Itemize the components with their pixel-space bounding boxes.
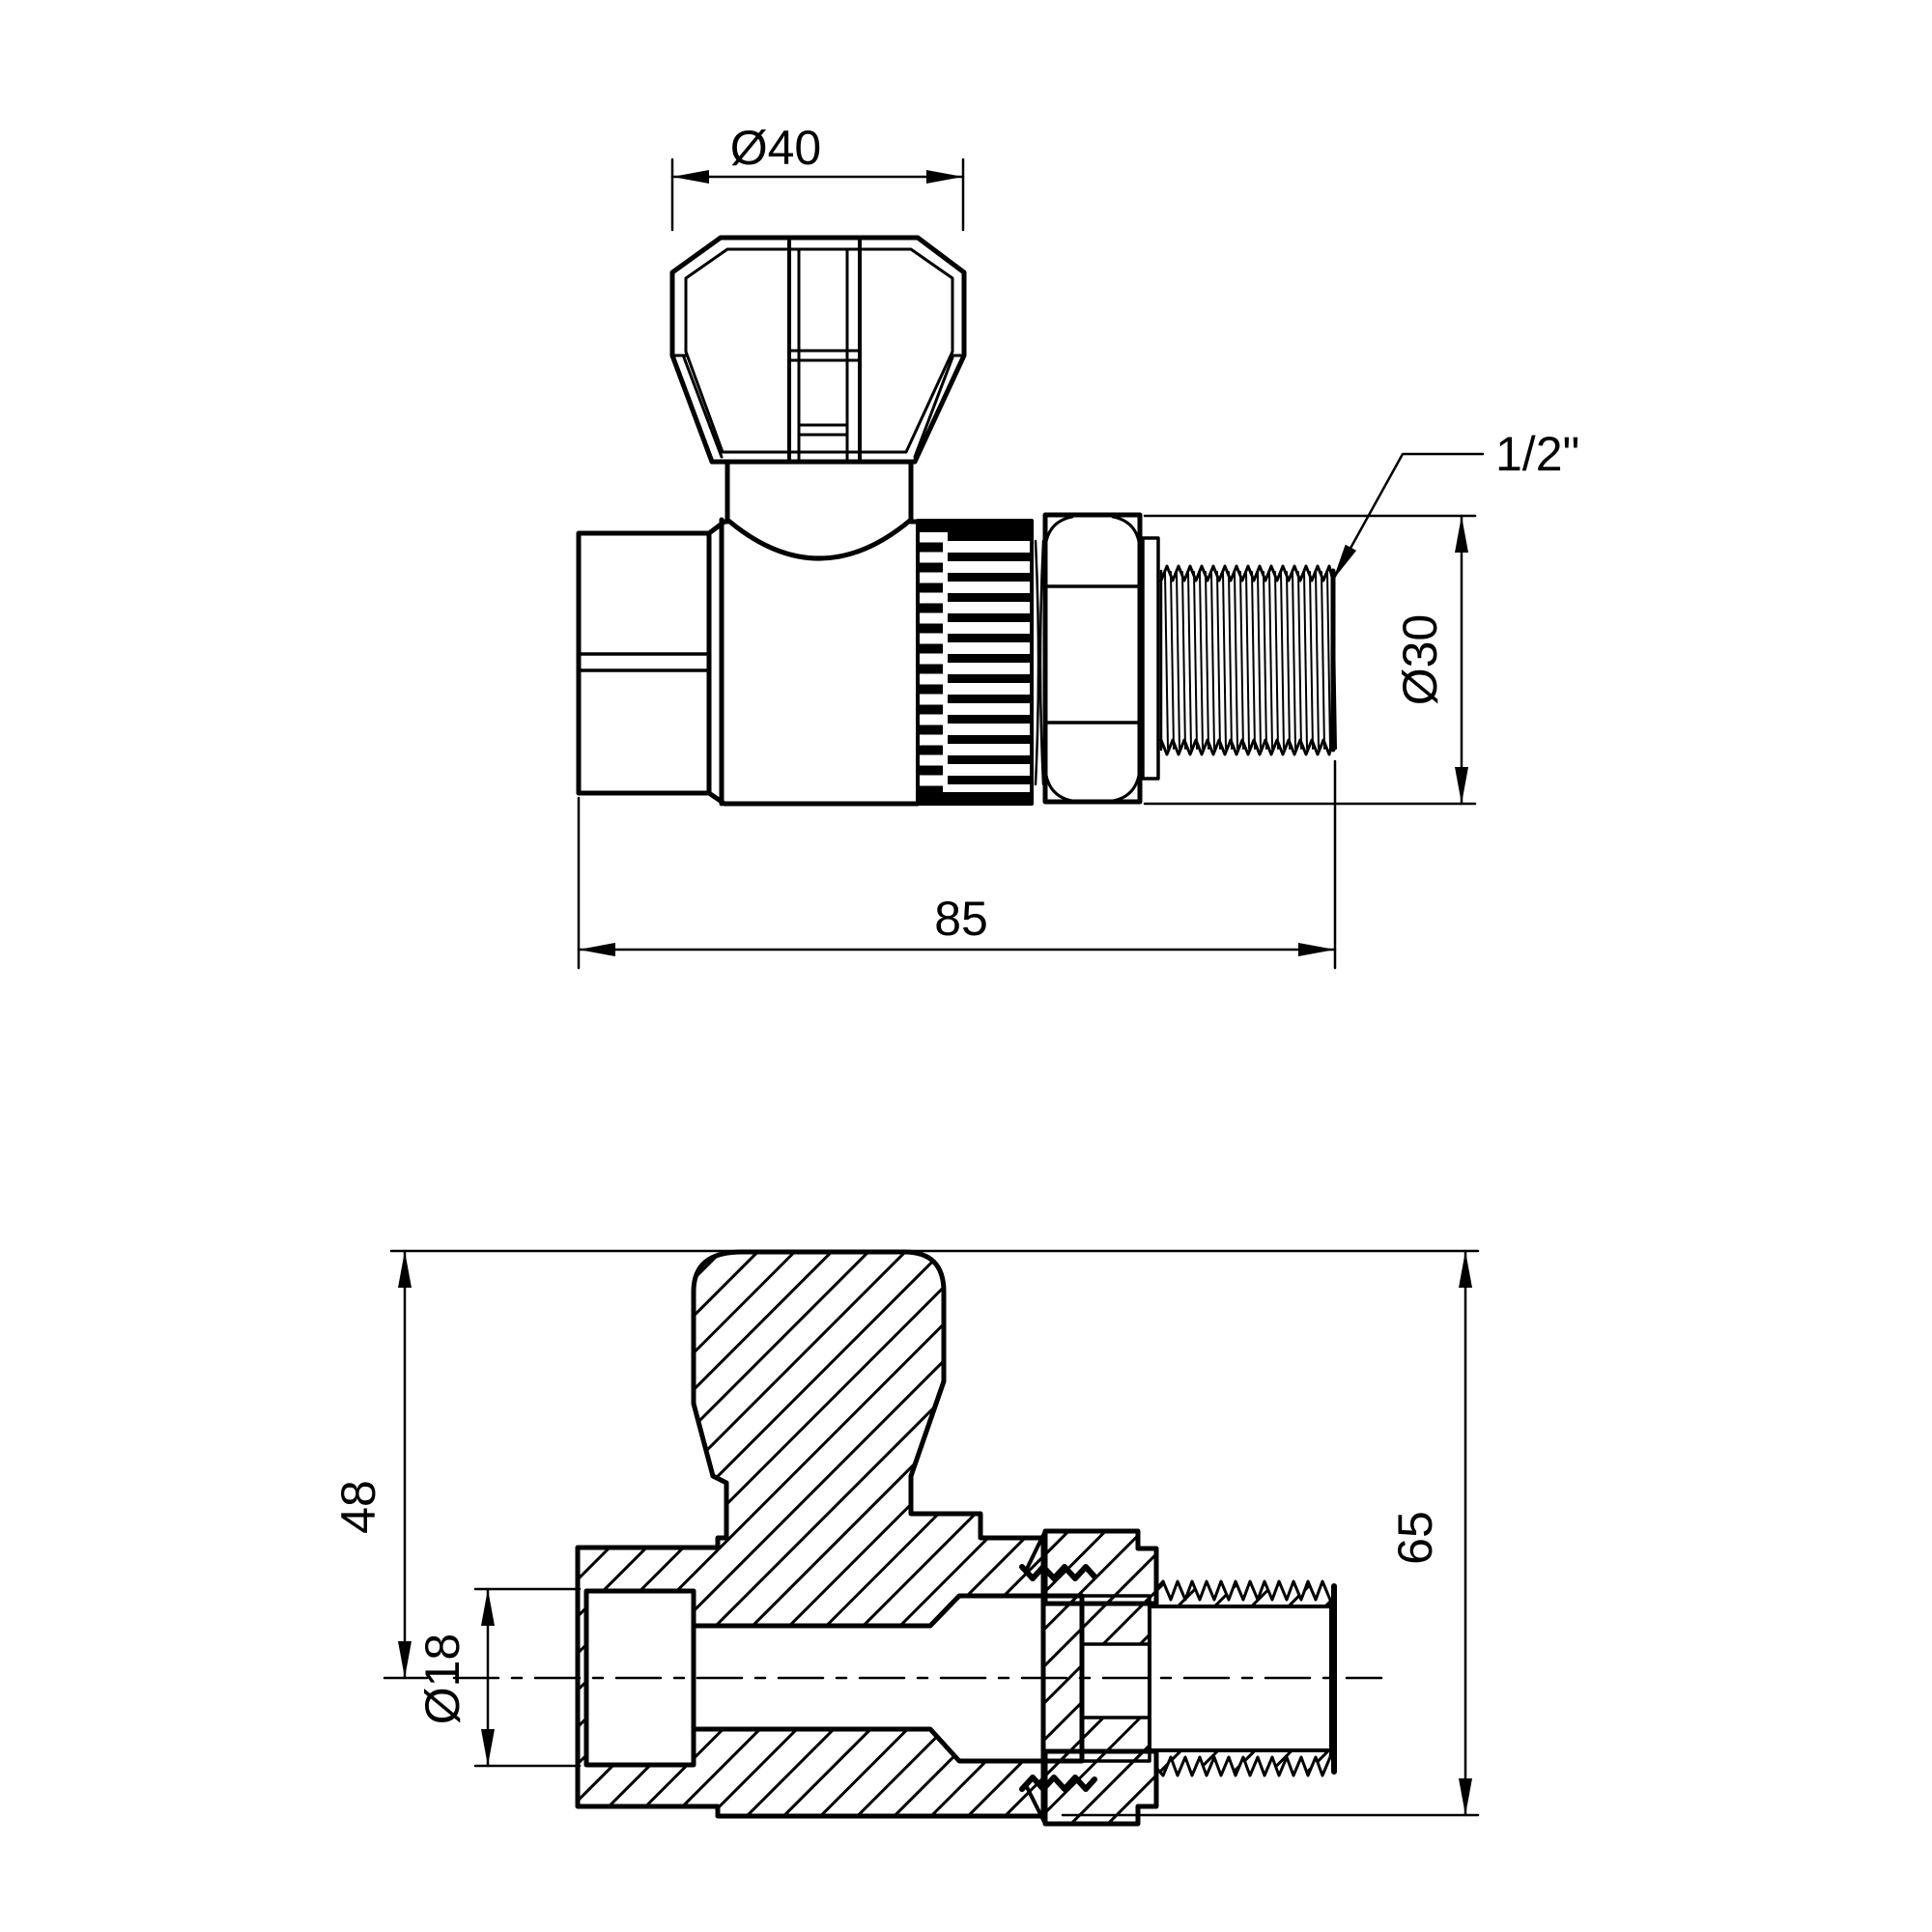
dim-label-48: 48	[331, 1480, 385, 1534]
dimension-axis-to-top: 48	[331, 1249, 1480, 1680]
sectioned-body	[575, 1249, 1085, 1819]
dimension-bore-diameter: Ø18	[415, 1587, 582, 1768]
section-view: 48 Ø18 65	[331, 1249, 1480, 1827]
dimension-overall-length: 85	[577, 759, 1337, 970]
washer-flange	[1141, 536, 1160, 781]
side-view: Ø40 Ø30 1/2" 85	[576, 121, 1579, 970]
knurled-ring	[916, 519, 1045, 806]
dim-label-half-inch: 1/2"	[1495, 427, 1579, 481]
dimension-overall-height: 65	[1061, 1249, 1480, 1817]
valve-body	[722, 519, 921, 807]
dimension-handwheel-diameter: Ø40	[670, 121, 965, 232]
dim-label-65: 65	[1388, 1511, 1442, 1565]
dimension-thread-outer-diameter: Ø30	[1143, 514, 1477, 806]
male-thread-side	[1159, 564, 1337, 756]
valve-stem	[724, 459, 914, 561]
leader-connection-size: 1/2"	[1331, 427, 1579, 582]
thread-engagement-bottom	[1019, 1775, 1097, 1792]
left-union-end	[576, 517, 727, 807]
thread-engagement-top	[1019, 1564, 1097, 1581]
dim-label-o30: Ø30	[1393, 614, 1447, 706]
dim-label-o40: Ø40	[730, 121, 822, 175]
dim-label-o18: Ø18	[415, 1634, 469, 1725]
handwheel	[669, 235, 967, 465]
dim-label-85: 85	[934, 892, 988, 946]
hex-nut	[1042, 512, 1143, 805]
